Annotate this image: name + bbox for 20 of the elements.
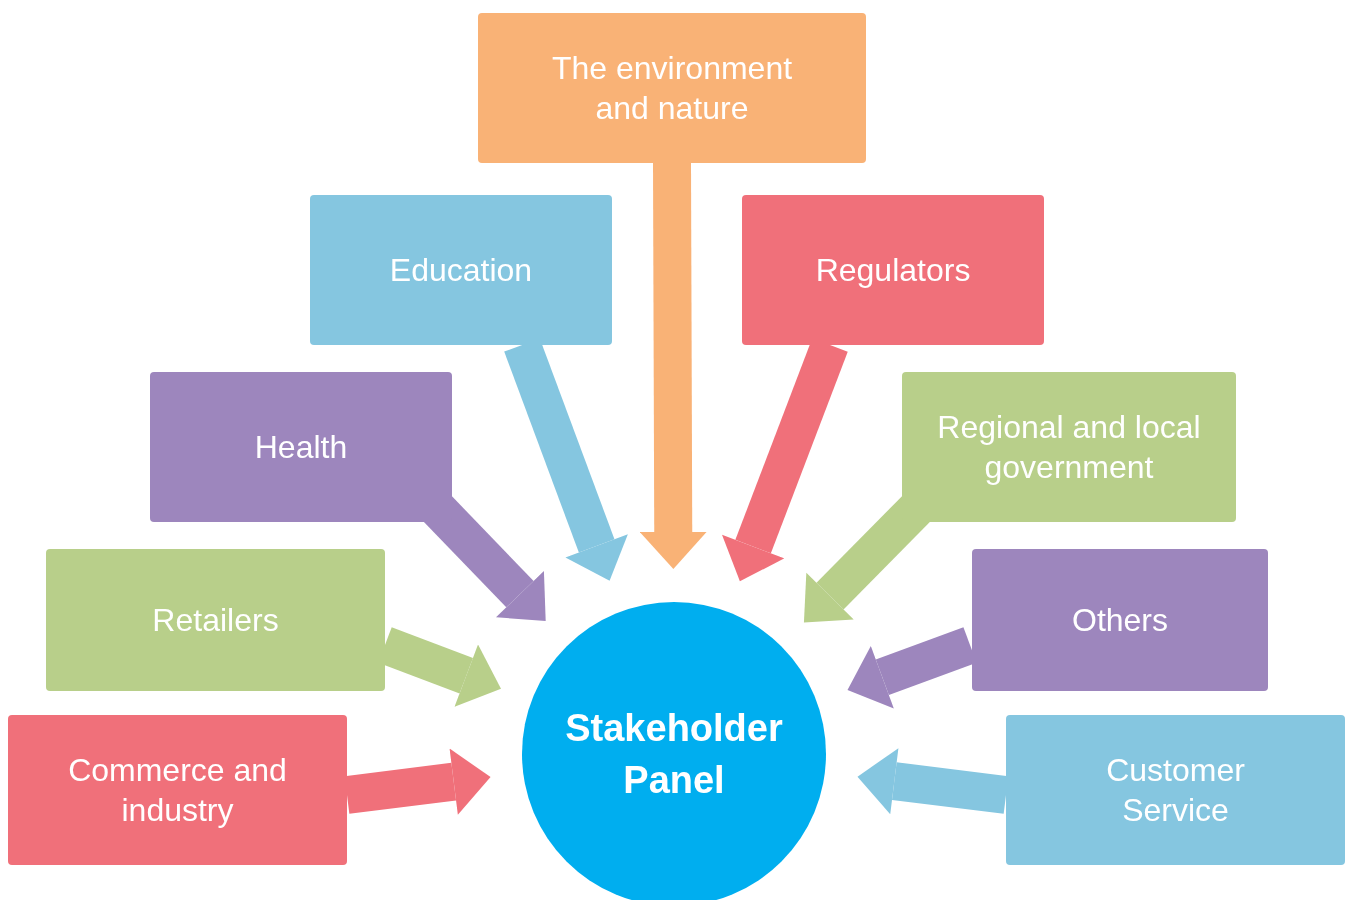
box-label: Education (389, 251, 533, 290)
stakeholder-box (972, 549, 1268, 691)
stakeholder-box (150, 372, 452, 522)
box-label: Regional and local government (936, 408, 1202, 487)
box-label: Health (254, 428, 348, 467)
stakeholder-box (478, 13, 866, 163)
box-label: Commerce and industry (67, 751, 288, 830)
stakeholder-box (310, 195, 612, 345)
box-label: Customer Service (1105, 751, 1246, 830)
hub-label: Stakeholder Panel (564, 706, 784, 803)
stakeholder-box (742, 195, 1044, 345)
box-label: Others (1072, 601, 1168, 640)
stakeholder-box (8, 715, 347, 865)
stakeholder-box (1006, 715, 1345, 865)
stakeholder-box (46, 549, 385, 691)
box-label: Regulators (815, 251, 971, 290)
box-label: Retailers (152, 601, 279, 640)
stakeholder-box (902, 372, 1236, 522)
box-label: The environment and nature (550, 49, 794, 128)
block-arrow (639, 162, 707, 570)
